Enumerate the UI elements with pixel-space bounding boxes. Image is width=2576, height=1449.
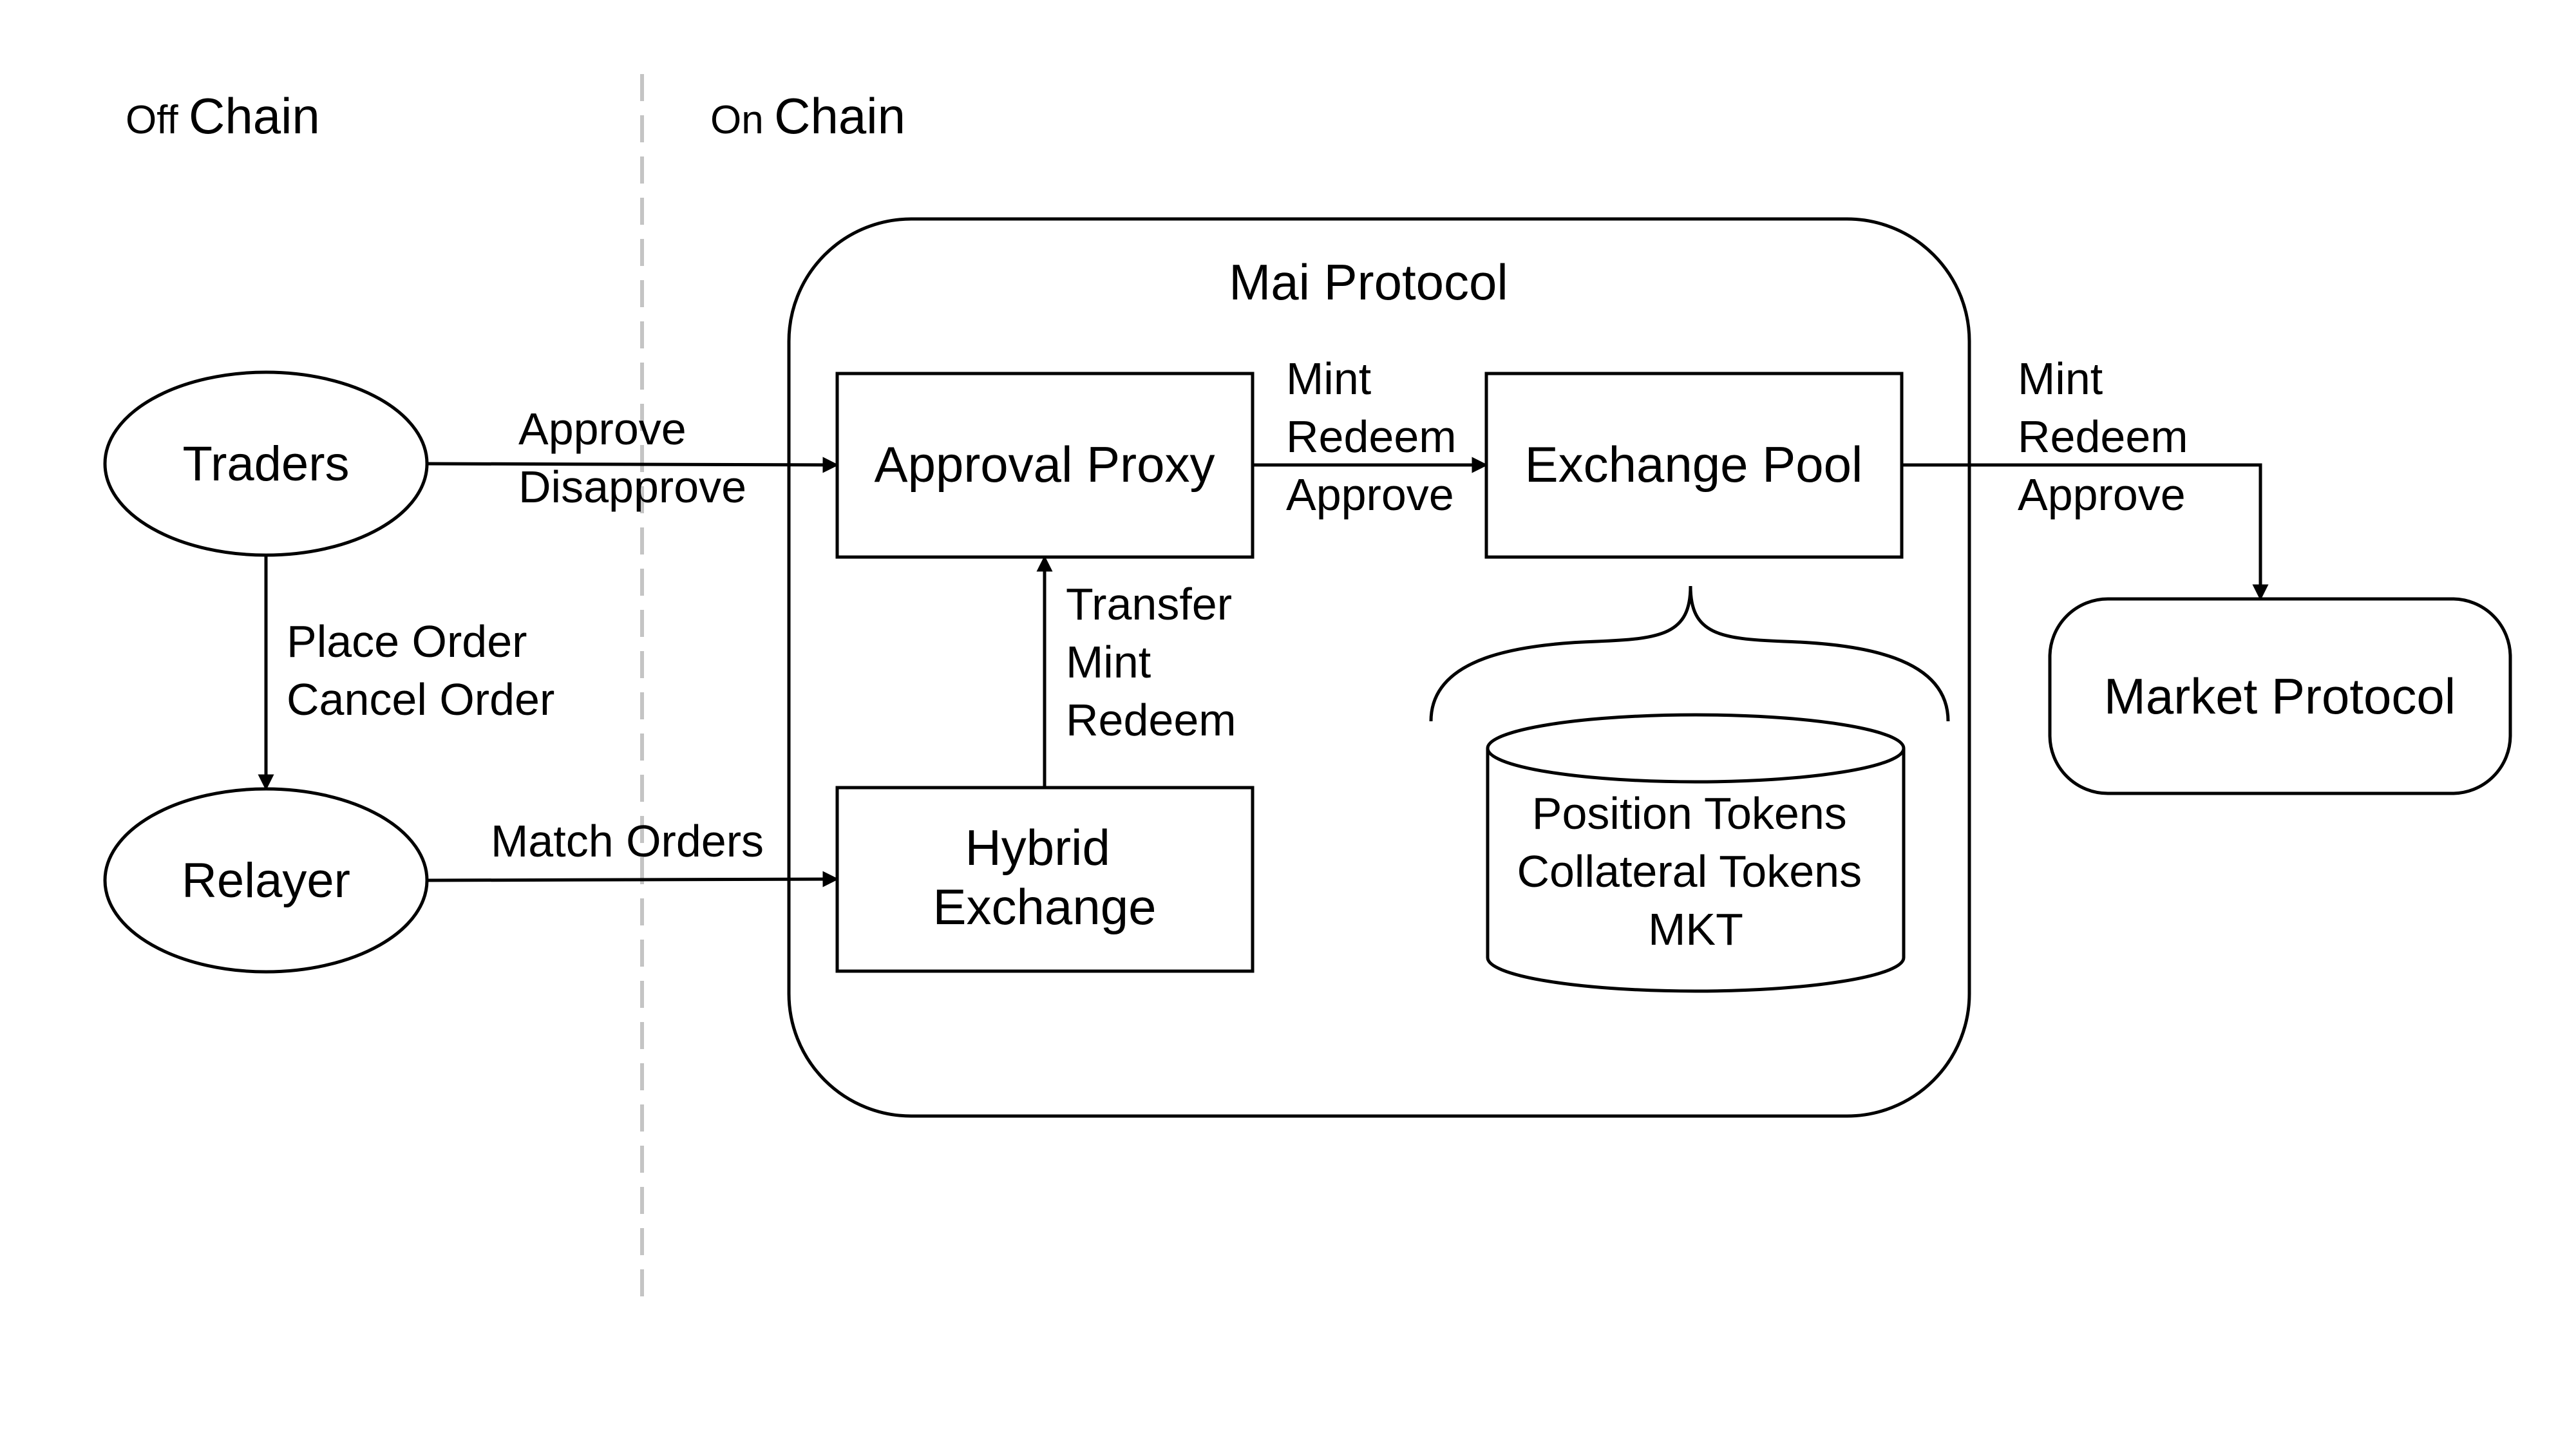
token-store-cylinder-top: [1486, 713, 1906, 784]
label-traders-to-proxy-line-2: Disapprove: [518, 462, 746, 512]
arrow-traders-to-proxy: [426, 457, 839, 473]
arrow-relayer-to-hybrid: [426, 871, 839, 887]
label-pool-to-market-line-3: Approve: [2018, 469, 2186, 520]
hybrid-exchange-label: Hybrid Exchange: [933, 819, 1157, 935]
exchange-pool-node: [1484, 372, 1904, 559]
label-traders-to-proxy: Approve Disapprove: [518, 404, 746, 512]
token-store-line-1: Position Tokens: [1532, 788, 1847, 838]
approval-proxy-label: Approval Proxy: [875, 436, 1215, 493]
arrow-pool-to-market: [1902, 463, 2269, 601]
market-protocol-label: Market Protocol: [2104, 668, 2456, 724]
label-proxy-to-pool-line-2: Redeem: [1286, 412, 1457, 462]
on-chain-word: Chain: [774, 88, 905, 144]
label-proxy-to-pool-line-3: Approve: [1286, 469, 1454, 520]
token-store-label: Position Tokens Collateral Tokens MKT: [1517, 788, 1874, 954]
label-traders-to-relayer: Place Order Cancel Order: [287, 616, 554, 724]
token-store-cylinder: [1486, 748, 1906, 993]
hybrid-exchange-line-2: Exchange: [933, 878, 1157, 935]
on-chain-prefix: On: [710, 98, 764, 142]
token-store-line-3: MKT: [1648, 904, 1743, 954]
market-protocol-node: [2048, 597, 2512, 795]
label-hybrid-to-proxy-line-1: Transfer: [1066, 579, 1232, 629]
off-chain-prefix: Off: [126, 98, 178, 142]
label-relayer-to-hybrid-line-1: Match Orders: [491, 816, 764, 866]
label-traders-to-relayer-line-1: Place Order: [287, 616, 527, 667]
hybrid-exchange-line-1: Hybrid: [965, 819, 1110, 876]
label-hybrid-to-proxy-line-2: Mint: [1066, 637, 1151, 687]
off-chain-label: Off Chain: [126, 88, 320, 144]
label-relayer-to-hybrid: Match Orders: [491, 816, 764, 866]
label-pool-to-market-line-2: Redeem: [2018, 412, 2188, 462]
traders-label: Traders: [182, 437, 349, 491]
mai-protocol-title: Mai Protocol: [1229, 254, 1508, 310]
label-proxy-to-pool: Mint Redeem Approve: [1286, 354, 1469, 520]
label-pool-to-market: Mint Redeem Approve: [2018, 354, 2201, 520]
label-traders-to-proxy-line-1: Approve: [518, 404, 687, 454]
token-store-line-2: Collateral Tokens: [1517, 846, 1862, 896]
off-chain-word: Chain: [189, 88, 320, 144]
label-proxy-to-pool-line-1: Mint: [1286, 354, 1371, 404]
token-store-brace: [1429, 585, 1950, 722]
relayer-label: Relayer: [182, 853, 350, 908]
label-hybrid-to-proxy: Transfer Mint Redeem: [1066, 579, 1244, 745]
label-hybrid-to-proxy-line-3: Redeem: [1066, 695, 1236, 745]
label-pool-to-market-line-1: Mint: [2018, 354, 2103, 404]
label-traders-to-relayer-line-2: Cancel Order: [287, 674, 554, 724]
hybrid-exchange-node: [835, 786, 1255, 973]
exchange-pool-label: Exchange Pool: [1525, 436, 1863, 493]
on-chain-label: On Chain: [710, 88, 905, 144]
